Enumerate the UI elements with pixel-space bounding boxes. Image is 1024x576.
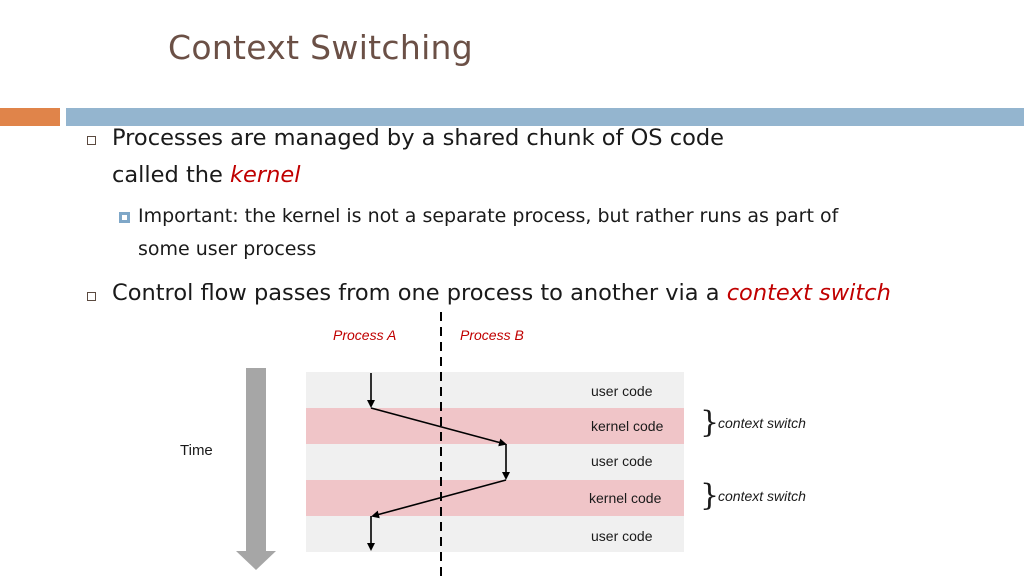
process-b-label: Process B bbox=[460, 327, 524, 343]
bullet-1-line-1: Processes are managed by a shared chunk … bbox=[112, 125, 724, 151]
row-label-user-code: user code bbox=[591, 528, 653, 544]
process-a-label: Process A bbox=[333, 327, 397, 343]
row-label-kernel-code: kernel code bbox=[591, 418, 664, 434]
row-label-kernel-code: kernel code bbox=[589, 490, 662, 506]
bullet-2-line: Control flow passes from one process to … bbox=[112, 275, 891, 312]
time-arrow-icon bbox=[236, 368, 276, 570]
user-code-row bbox=[306, 444, 684, 480]
title-divider-bar bbox=[66, 108, 1024, 126]
sub-bullet-line-2: some user process bbox=[138, 238, 317, 260]
slide-title: Context Switching bbox=[168, 28, 474, 67]
row-label-user-code: user code bbox=[591, 383, 653, 399]
flow-arrow-switch-b-to-a bbox=[371, 479, 507, 519]
context-switch-term: context switch bbox=[726, 280, 891, 306]
kernel-code-row bbox=[306, 480, 684, 516]
kernel-term: kernel bbox=[230, 162, 301, 188]
sub-bullet-line-1: Important: the kernel is not a separate … bbox=[138, 205, 839, 227]
sub-bullet-marker-icon bbox=[119, 212, 130, 223]
bullet-marker-icon bbox=[87, 292, 96, 301]
title-accent-bar bbox=[0, 108, 60, 126]
bullet-1-line-2: called the kernel bbox=[112, 157, 301, 194]
bullet-1-prefix: called the bbox=[112, 162, 231, 188]
kernel-code-row bbox=[306, 408, 684, 444]
brace-icon: } bbox=[700, 405, 720, 440]
context-switch-label: context switch bbox=[718, 415, 806, 431]
time-label: Time bbox=[180, 442, 213, 459]
context-switch-label: context switch bbox=[718, 488, 806, 504]
row-label-user-code: user code bbox=[591, 453, 653, 469]
flow-arrow-switch-a-to-b bbox=[370, 407, 507, 447]
bullet-marker-icon bbox=[87, 136, 96, 145]
bullet-2-prefix: Control flow passes from one process to … bbox=[112, 280, 727, 306]
brace-icon: } bbox=[700, 478, 720, 513]
